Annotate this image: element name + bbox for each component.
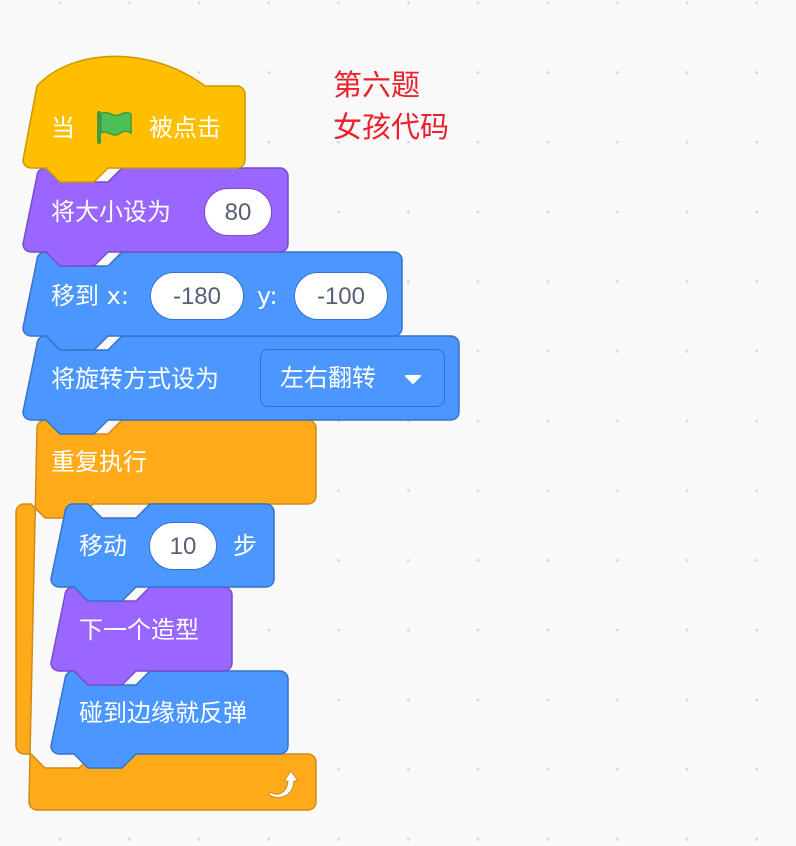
rotation-style-dropdown[interactable]: 左右翻转 bbox=[260, 349, 445, 407]
move-label: 移动 bbox=[79, 532, 127, 560]
when-flag-clicked-block[interactable] bbox=[22, 55, 246, 183]
set-size-label: 将大小设为 bbox=[51, 198, 171, 226]
next-costume-label: 下一个造型 bbox=[79, 616, 199, 644]
note-title: 第六题 bbox=[333, 68, 421, 102]
rotation-style-label: 将旋转方式设为 bbox=[51, 365, 219, 393]
forever-label: 重复执行 bbox=[51, 448, 147, 476]
x-input[interactable]: -180 bbox=[150, 272, 244, 320]
note-subtitle: 女孩代码 bbox=[333, 110, 450, 144]
loop-arrow-icon bbox=[268, 770, 299, 798]
green-flag-icon bbox=[97, 111, 132, 144]
rotation-style-selected: 左右翻转 bbox=[280, 364, 376, 392]
steps-input[interactable]: 10 bbox=[149, 522, 217, 570]
go-to-y-label: y: bbox=[257, 282, 278, 310]
steps-suffix-label: 步 bbox=[233, 532, 257, 560]
bounce-label: 碰到边缘就反弹 bbox=[79, 699, 247, 727]
hat-prefix-label: 当 bbox=[51, 114, 75, 142]
y-input[interactable]: -100 bbox=[294, 272, 388, 320]
size-input[interactable]: 80 bbox=[204, 188, 272, 236]
dropdown-caret-icon bbox=[405, 375, 421, 384]
hat-suffix-label: 被点击 bbox=[149, 114, 221, 142]
go-to-x-label: 移到 x: bbox=[51, 282, 129, 310]
